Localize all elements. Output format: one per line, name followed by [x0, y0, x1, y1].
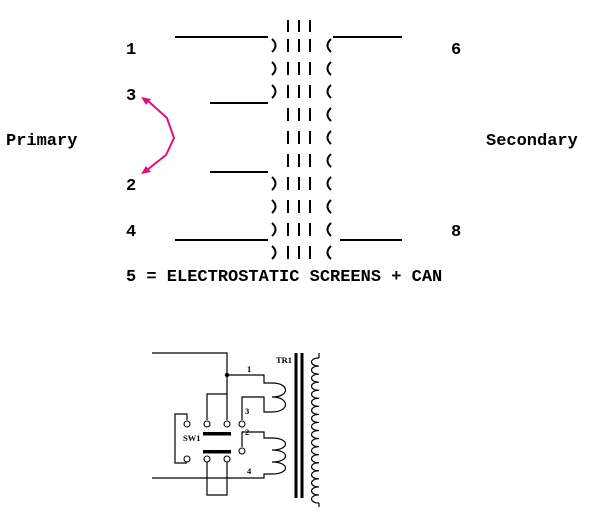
- schematic-pin-3: 3: [245, 406, 249, 416]
- switch-label: SW1: [183, 433, 200, 443]
- core-rows: [271, 38, 332, 260]
- jumper-arrow: [141, 97, 176, 174]
- secondary-winding-paren: [326, 61, 332, 76]
- secondary-winding-paren: [326, 153, 332, 168]
- schematic-pin-1: 1: [247, 364, 251, 374]
- secondary-label: Secondary: [486, 132, 578, 151]
- secondary-coil: [310, 357, 320, 504]
- secondary-winding-paren: [326, 130, 332, 145]
- primary-winding-paren: [271, 199, 277, 214]
- wire-pin2: [241, 431, 272, 447]
- switch-actuator-top: [203, 432, 231, 436]
- primary-winding-paren: [271, 176, 277, 191]
- wire-pin1: [227, 374, 272, 384]
- pin-6-label: 6: [451, 41, 461, 60]
- primary-winding-paren: [271, 222, 277, 237]
- primary-winding-paren: [271, 61, 277, 76]
- pin-3-label: 3: [126, 87, 136, 106]
- pin-2-label: 2: [126, 177, 136, 196]
- secondary-winding-paren: [326, 107, 332, 122]
- secondary-winding-paren: [326, 245, 332, 260]
- primary-winding-paren: [271, 84, 277, 99]
- secondary-winding-paren: [326, 38, 332, 53]
- switch-left-loop: [174, 413, 188, 464]
- switch-contacts: [183, 420, 246, 463]
- secondary-winding-paren: [326, 84, 332, 99]
- pin-8-label: 8: [451, 223, 461, 242]
- switch-actuator-bottom: [203, 450, 231, 454]
- primary-coil-upper: [271, 382, 287, 413]
- schematic-pin-4: 4: [247, 466, 252, 476]
- core-top-bars: [287, 20, 311, 32]
- primary-coil-lower: [271, 437, 287, 475]
- pin-1-label: 1: [126, 41, 136, 60]
- secondary-winding-paren: [326, 176, 332, 191]
- primary-winding-paren: [271, 38, 277, 53]
- pin-4-label: 4: [126, 223, 136, 242]
- primary-label: Primary: [6, 132, 77, 151]
- input-wire-top: [152, 352, 228, 374]
- schematic: SW1 1 3 2 4 TR1: [152, 352, 320, 507]
- footnote-text: 5 = ELECTROSTATIC SCREENS + CAN: [126, 268, 442, 287]
- schematic-pin-2: 2: [245, 427, 249, 437]
- transformer-label: TR1: [276, 355, 292, 365]
- switch-top-bridge: [206, 393, 228, 420]
- secondary-winding-paren: [326, 199, 332, 214]
- secondary-winding-paren: [326, 222, 332, 237]
- primary-winding-paren: [271, 245, 277, 260]
- wire-pin3: [241, 396, 272, 420]
- ascii-transformer: 1 3 2 4 6 8 Primary Secondary 5 = ELECTR…: [6, 20, 578, 287]
- wire-pin4: [227, 473, 272, 479]
